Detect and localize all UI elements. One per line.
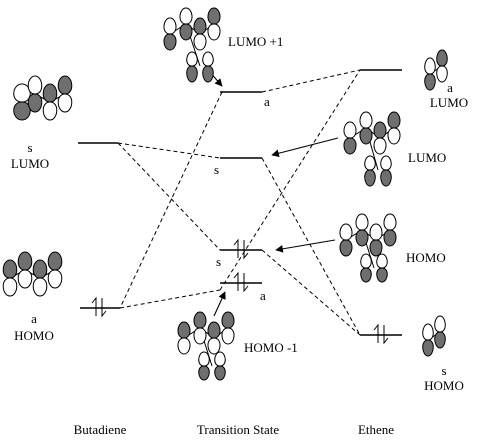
butadiene-lumo-symmetry: s bbox=[27, 140, 32, 155]
ethene-lumo-orbital-icon bbox=[424, 49, 448, 91]
corr-ts-lumo-ethene-homo bbox=[261, 157, 361, 336]
ethene-homo-orbital-icon bbox=[422, 315, 446, 357]
electron-pair-ethene-homo bbox=[373, 323, 389, 345]
corr-ts-homo-ethene-homo bbox=[261, 249, 361, 336]
corr-ts-lumo1-ethene-lumo bbox=[261, 69, 361, 93]
ts-lumo-plus-1-symmetry: a bbox=[264, 94, 270, 109]
arrow-ts-lumo bbox=[271, 137, 339, 157]
ethene-homo-label: HOMO bbox=[424, 378, 464, 393]
corr-ts-lumo1-ethene-homo bbox=[119, 91, 223, 309]
pointer-arrows bbox=[207, 69, 339, 317]
ts-homo-minus-1-symmetry: a bbox=[260, 288, 266, 303]
ethene-homo-symmetry: s bbox=[441, 363, 446, 378]
electron-pair-ts-homo-minus-1 bbox=[233, 271, 249, 293]
corr-butadiene-homo-ts-homo1 bbox=[119, 289, 221, 309]
corr-butadiene-lumo-ts-homo bbox=[117, 142, 221, 251]
butadiene-homo-label: HOMO bbox=[14, 328, 54, 343]
ethene-lumo-label: LUMO bbox=[430, 95, 468, 110]
ts-lumo-orbital-icon bbox=[343, 111, 401, 187]
butadiene-lumo-orbital-icon bbox=[13, 75, 73, 121]
correlation-lines bbox=[117, 69, 361, 336]
energy-levels bbox=[78, 69, 402, 336]
butadiene-homo-orbital-icon bbox=[2, 251, 63, 297]
ethene-lumo-symmetry: a bbox=[447, 80, 453, 95]
ts-lumo-symmetry: s bbox=[214, 162, 219, 177]
corr-ts-homo1-ethene-lumo bbox=[219, 69, 361, 291]
ts-lumo-plus-1-label: LUMO +1 bbox=[228, 34, 283, 49]
corr-butadiene-lumo-ts-lumo bbox=[117, 142, 221, 159]
ts-homo-minus-1-label: HOMO -1 bbox=[244, 340, 298, 355]
butadiene-lumo-label: LUMO bbox=[11, 156, 49, 171]
ts-homo-minus-1-orbital-icon bbox=[177, 311, 235, 381]
column-label-transition-state: Transition State bbox=[197, 422, 279, 437]
ts-lumo-plus-1-orbital-icon bbox=[163, 7, 221, 83]
ts-homo-symmetry: s bbox=[216, 254, 221, 269]
column-label-butadiene: Butadiene bbox=[74, 422, 127, 437]
ts-homo-orbital-icon bbox=[339, 213, 397, 283]
column-label-ethene: Ethene bbox=[358, 422, 394, 437]
butadiene-homo-symmetry: a bbox=[31, 311, 37, 326]
ts-lumo-label: LUMO bbox=[408, 150, 446, 165]
ts-homo-label: HOMO bbox=[406, 250, 446, 265]
arrow-ts-homo-minus-1 bbox=[213, 291, 226, 317]
electron-pair-butadiene-homo bbox=[91, 296, 107, 318]
arrow-ts-homo bbox=[275, 239, 336, 253]
electron-pair-ts-homo bbox=[233, 238, 249, 260]
